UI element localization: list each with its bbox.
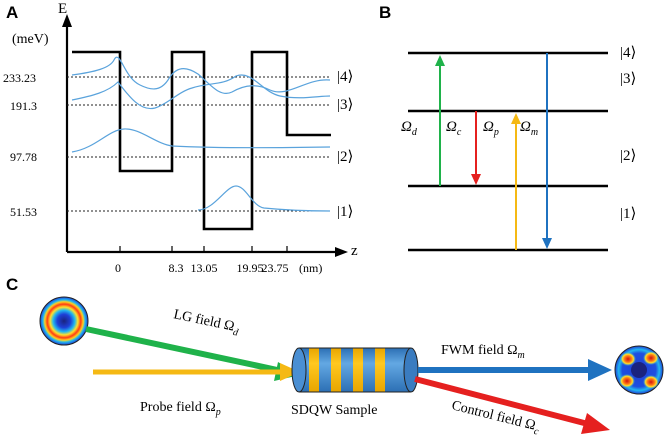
- level-label-3: |3⟩: [620, 71, 636, 87]
- sample-label: SDQW Sample: [291, 403, 377, 418]
- lg-field-label: LG field Ωd: [172, 307, 242, 339]
- level-label-1: |1⟩: [337, 204, 353, 220]
- lg-beam-profile: [39, 296, 89, 346]
- panel-b-label: B: [379, 3, 391, 22]
- probe-field-label: Probe field Ωp: [140, 400, 221, 418]
- wavefunction-2: [71, 128, 331, 153]
- control-field-beam: [414, 376, 589, 427]
- energy-tick: 233.23: [3, 71, 36, 85]
- omega-c-label: Ωc: [446, 119, 462, 138]
- omega-c-arrowhead: [471, 174, 481, 185]
- fwm-beam-profile: [614, 345, 664, 395]
- panel-a: A E (meV) z (nm) 233.23 191.3 97.78 51.5…: [3, 1, 358, 275]
- omega-p-label: Ωp: [483, 119, 499, 138]
- omega-p-arrowhead: [511, 113, 521, 124]
- z-tick: 8.3: [169, 261, 184, 275]
- level-label-4: |4⟩: [337, 69, 353, 85]
- energy-axis-label: E: [58, 1, 67, 17]
- omega-d-label: Ωd: [401, 119, 418, 138]
- potential-profile: [72, 50, 331, 231]
- wavefunction-4: [71, 56, 331, 94]
- level-label-4: |4⟩: [620, 45, 636, 61]
- sdqw-sample: [291, 347, 419, 393]
- level-label-2: |2⟩: [620, 148, 636, 164]
- energy-axis-arrowhead: [62, 14, 72, 27]
- transition-arrows: [435, 53, 552, 250]
- omega-m-arrowhead: [542, 238, 552, 249]
- control-field-label: Control field Ωc: [449, 398, 541, 437]
- lg-field-beam: [85, 326, 283, 374]
- level-lines: [408, 51, 608, 252]
- omega-d-arrowhead: [435, 55, 445, 66]
- z-tick: 23.75: [262, 261, 289, 275]
- level-label-1: |1⟩: [620, 206, 636, 222]
- barrier-layer: [353, 348, 363, 392]
- panel-c-label: C: [6, 275, 18, 294]
- sample-front-face: [291, 347, 307, 393]
- z-tick: 0: [115, 261, 121, 275]
- panel-b: B Ωd Ωc Ωp Ωm |4⟩ |3⟩ |2⟩ |1⟩: [379, 3, 636, 252]
- energy-tick: 97.78: [10, 150, 37, 164]
- fwm-field-label: FWM field Ωm: [441, 343, 525, 361]
- z-axis-arrowhead: [335, 247, 348, 257]
- panel-a-label: A: [6, 3, 18, 22]
- wavefunction-1: [197, 185, 331, 212]
- sample-end-face: [403, 347, 419, 393]
- fwm-field-arrowhead: [588, 359, 612, 381]
- z-tick-marks: [119, 246, 288, 252]
- barrier-layer: [375, 348, 385, 392]
- energy-axis-unit: (meV): [12, 32, 49, 47]
- z-axis-unit: (nm): [299, 261, 322, 275]
- barrier-layer: [309, 348, 319, 392]
- probe-field-arrowhead: [280, 363, 300, 381]
- omega-m-label: Ωm: [520, 119, 538, 138]
- control-field-arrowhead: [581, 413, 610, 434]
- z-tick: 13.05: [191, 261, 218, 275]
- level-label-2: |2⟩: [337, 149, 353, 165]
- energy-tick: 191.3: [10, 99, 37, 113]
- wavefunction-3: [71, 74, 331, 110]
- panel-c: C LG field Ωd Probe field Ωp SDQW Sample…: [6, 275, 664, 438]
- z-tick: 19.95: [237, 261, 264, 275]
- barrier-layer: [331, 348, 341, 392]
- wavefunctions: [71, 56, 331, 212]
- level-label-3: |3⟩: [337, 97, 353, 113]
- z-axis-label: z: [351, 243, 358, 259]
- energy-tick: 51.53: [10, 205, 37, 219]
